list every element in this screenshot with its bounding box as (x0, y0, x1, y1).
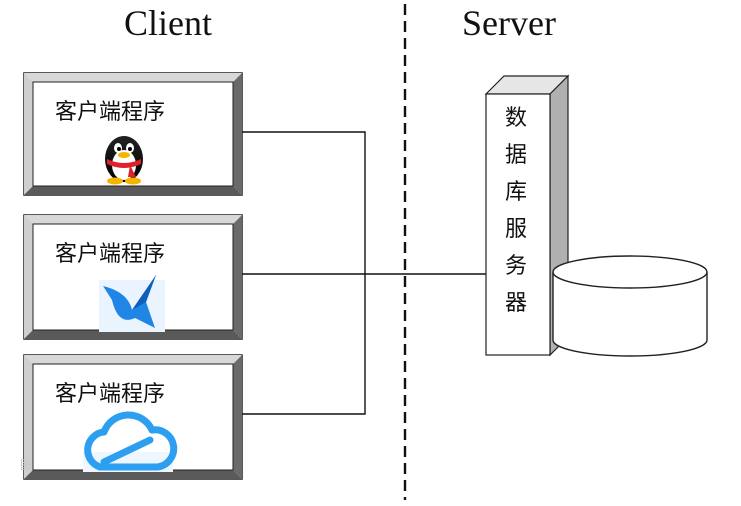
watermark-text: 图 (20, 458, 33, 472)
server-label-char-6: 器 (504, 291, 527, 316)
server-label-char-1: 数 (504, 106, 527, 131)
server-tower (484, 74, 570, 357)
client-3-label: 客户端程序 (55, 382, 166, 407)
client-heading: Client (124, 3, 212, 43)
cloud-icon (83, 411, 178, 472)
client-2-label: 客户端程序 (55, 242, 166, 267)
server-label-char-4: 服 (504, 217, 527, 242)
connection-lines (242, 131, 486, 415)
client-box-2 (23, 214, 243, 340)
client-1-label: 客户端程序 (55, 100, 166, 125)
server-label-char-5: 务 (504, 254, 527, 279)
server-label-char-2: 据 (504, 143, 527, 168)
server-label-char-3: 库 (504, 180, 527, 205)
qq-penguin-icon (105, 136, 143, 185)
blue-bird-icon (99, 275, 165, 332)
database-cylinder-icon (552, 255, 708, 357)
server-heading: Server (462, 3, 556, 43)
